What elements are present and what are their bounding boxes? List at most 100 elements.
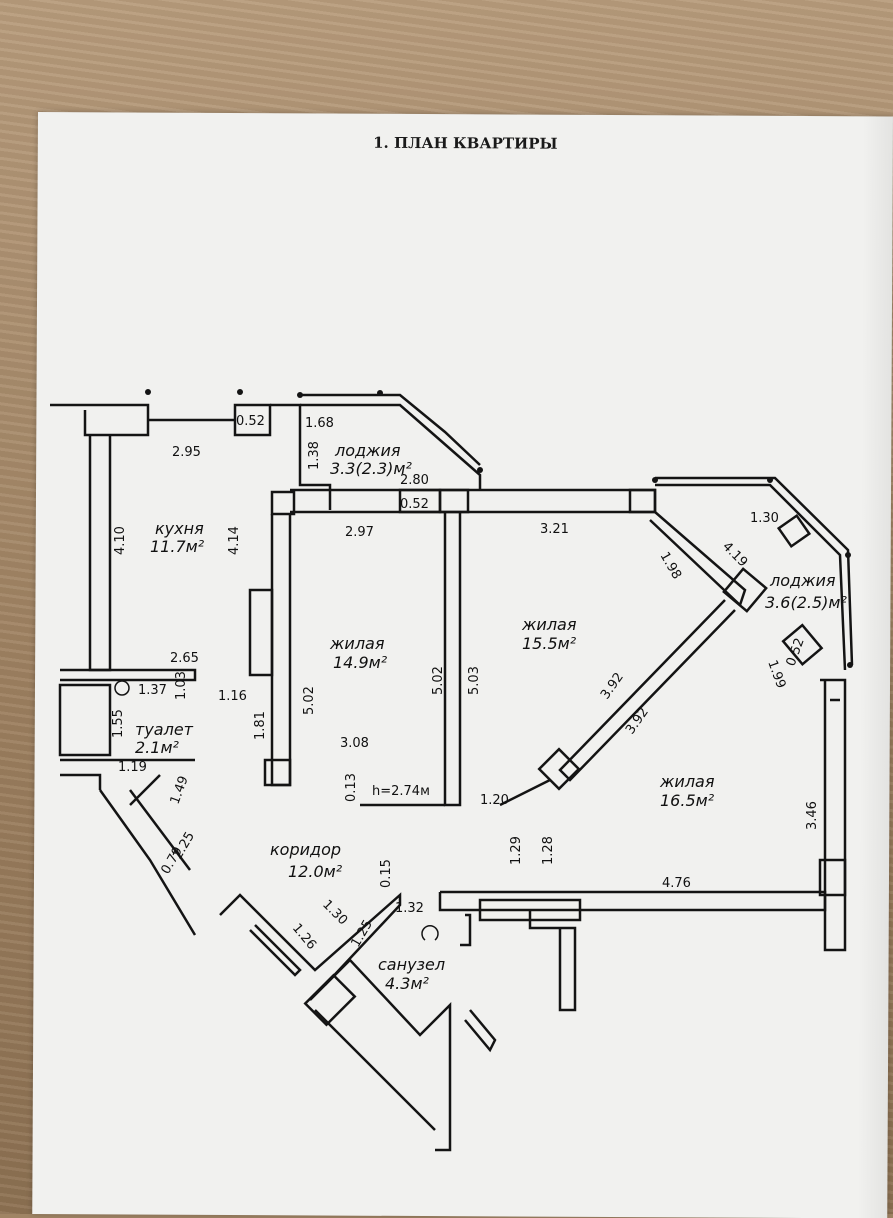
wall-top-rooms: [290, 488, 657, 514]
fixtures: [114, 680, 439, 941]
loggia-right-area: 3.6(2.5)м²: [765, 593, 847, 612]
dim-label: 3.92: [598, 670, 627, 702]
dim-label: 2.95: [172, 445, 201, 460]
window-dot: [237, 389, 243, 395]
window-dot: [847, 662, 853, 668]
dim-label: 5.02: [431, 666, 446, 695]
column-mid: [263, 758, 292, 787]
dim-label: 4.19: [719, 539, 750, 570]
dim-label: 1.98: [657, 550, 684, 583]
dim-label: 4.10: [113, 526, 128, 555]
wall-bathroom-diagonal: [314, 1009, 436, 1131]
dim-label: 1.37: [138, 683, 167, 698]
door-kitchen: [248, 588, 274, 677]
loggia-right-column: [776, 513, 812, 549]
wall-bathroom-right: [309, 958, 452, 1152]
loggia-top-area: 3.3(2.3)м²: [330, 459, 412, 478]
wall-living3-bottom: [438, 890, 827, 912]
column-kitchen: [270, 490, 296, 516]
living-2-area: 15.5м²: [522, 634, 577, 653]
wall-entrance-diagonal-2: [129, 789, 191, 871]
dim-label: 0.52: [236, 414, 265, 429]
column-diagonal-low: [537, 747, 581, 791]
wall-diagonal-living: [558, 599, 736, 782]
window-dot: [477, 467, 483, 473]
dim-label: 2.65: [170, 651, 199, 666]
kitchen-name: кухня: [155, 519, 204, 538]
wall-bathroom-inner: [249, 924, 302, 977]
loggia-right-name: лоджия: [769, 571, 836, 590]
dim-label: 2.97: [345, 525, 374, 540]
dim-label: 5.03: [467, 666, 482, 695]
column-diagonal: [722, 567, 768, 613]
room-labels: кухня 11.7м² лоджия 3.3(2.3)м² жилая 14.…: [135, 441, 847, 993]
living-2-name: жилая: [521, 615, 577, 634]
wall-kitchen-left: [88, 435, 112, 672]
dim-label: 0.52: [400, 497, 429, 512]
dim-label: 1.20: [480, 793, 509, 808]
walls: [50, 393, 854, 1152]
living-1-name: жилая: [329, 634, 385, 653]
living-1-area: 14.9м²: [333, 653, 388, 672]
window-dot: [377, 390, 383, 396]
ceiling-height: h=2.74м: [372, 784, 430, 799]
window-markers: [145, 389, 853, 668]
column-top-right: [628, 488, 657, 514]
dim-label: 1.19: [118, 760, 147, 775]
wall-top-left: [50, 403, 150, 437]
dim-label: 0.15: [379, 859, 394, 888]
bathroom-name: санузел: [378, 955, 445, 974]
wall-living1-living2: [443, 512, 462, 807]
dim-label: 1.68: [305, 416, 334, 431]
dim-label: 5.02: [302, 686, 317, 715]
wall-bathroom-top: [219, 892, 402, 986]
toilet-fixture-icon: [114, 680, 130, 696]
kitchen-area: 11.7м²: [150, 537, 205, 556]
dim-label: 1.81: [253, 711, 268, 740]
dim-label: 3.21: [540, 522, 569, 537]
column-bathroom: [303, 973, 357, 1027]
corridor-name: коридор: [270, 840, 341, 859]
column-top-mid-2: [438, 488, 470, 514]
dim-label: 0.13: [344, 773, 359, 802]
window-dot: [767, 477, 773, 483]
loggia-top-rail-outer: [300, 393, 481, 466]
dim-label: 1.55: [111, 709, 126, 738]
wall-diagonal-top: [649, 511, 747, 608]
column-right: [818, 858, 847, 897]
dim-label: 3.08: [340, 736, 369, 751]
loggia-top-rail: [300, 403, 482, 490]
dim-label: 1.03: [174, 671, 189, 700]
dim-label: 1.16: [218, 689, 247, 704]
dim-label: 1.30: [750, 511, 779, 526]
loggia-right-column-2: [781, 623, 824, 666]
window-dot: [297, 392, 303, 398]
living-3-area: 16.5м²: [660, 791, 715, 810]
corridor-area: 12.0м²: [288, 862, 343, 881]
wall-toilet-top: [60, 668, 197, 682]
dim-label: 3.46: [805, 801, 820, 830]
dim-label: 4.76: [662, 876, 691, 891]
toilet-name: туалет: [135, 720, 194, 739]
toilet-shaft: [58, 683, 112, 757]
loggia-right-rail: [655, 483, 847, 671]
dim-label: 1.49: [168, 774, 192, 806]
wall-toilet-lower: [60, 773, 102, 790]
dim-label: 4.14: [227, 526, 242, 555]
dim-label: 1.32: [395, 901, 424, 916]
sink-fixture-icon: [421, 925, 439, 941]
loggia-top-name: лоджия: [334, 441, 401, 460]
living-3-name: жилая: [659, 772, 715, 791]
wall-entrance-diagonal: [98, 789, 197, 936]
window-dot: [845, 552, 851, 558]
wall-diagonal-end: [499, 778, 551, 807]
wall-niche: [528, 910, 577, 1012]
dim-label: 1.38: [307, 441, 322, 470]
dim-label: 1.29: [509, 836, 524, 865]
dim-label: 1.30: [319, 897, 350, 928]
window-dot: [652, 477, 658, 483]
dimension-labels: 2.95 0.52 1.68 1.38 2.80 2.97 0.52 3.21 …: [111, 414, 820, 953]
wall-bathroom-stub: [464, 1009, 497, 1053]
wall-kitchen-living: [270, 514, 292, 787]
